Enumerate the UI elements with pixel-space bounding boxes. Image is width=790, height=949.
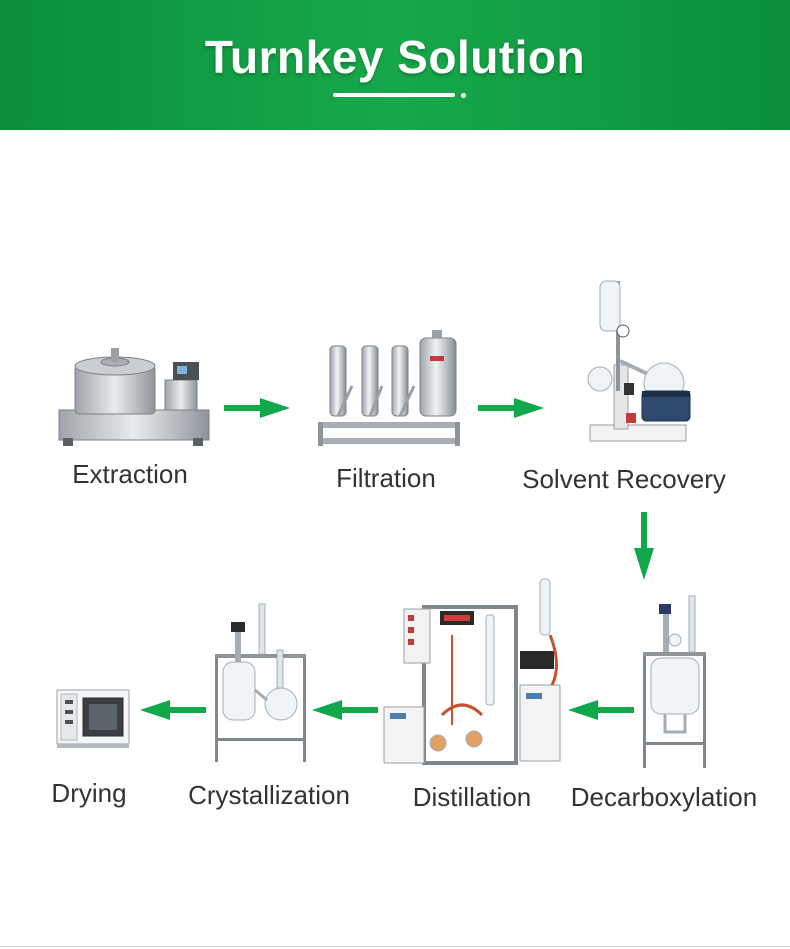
arrow-right-icon-filtration-recovery bbox=[478, 396, 544, 420]
arrow-left-icon-distillation-crystallization bbox=[312, 698, 378, 722]
page-title: Turnkey Solution bbox=[0, 30, 790, 84]
step-label-filtration: Filtration bbox=[336, 463, 436, 494]
filtration-housings-image bbox=[312, 326, 467, 448]
title-underline bbox=[333, 93, 455, 97]
arrow-left-icon-crystallization-drying bbox=[140, 698, 206, 722]
step-label-extraction: Extraction bbox=[72, 459, 188, 490]
short-path-distillation-image bbox=[382, 575, 568, 771]
title-underline-dot bbox=[461, 93, 466, 98]
header-banner: Turnkey Solution bbox=[0, 0, 790, 130]
arrow-left-icon-decarboxylation-distillation bbox=[568, 698, 634, 722]
arrow-down-icon-recovery-decarboxylation bbox=[632, 512, 656, 580]
arrow-right-icon-extraction-filtration bbox=[224, 396, 290, 420]
step-label-crystallization: Crystallization bbox=[188, 780, 350, 811]
vacuum-drying-oven-image bbox=[55, 686, 133, 750]
step-label-distillation: Distillation bbox=[413, 782, 532, 813]
jacketed-reactor-decarboxylation-image bbox=[635, 592, 715, 772]
step-label-drying: Drying bbox=[51, 778, 126, 809]
bottom-divider bbox=[0, 946, 790, 947]
crystallization-reactor-image bbox=[205, 598, 317, 766]
rotary-evaporator-image bbox=[582, 275, 694, 453]
extraction-centrifuge-image bbox=[55, 340, 215, 450]
step-label-decarboxylation: Decarboxylation bbox=[571, 782, 757, 813]
step-label-solvent-recovery: Solvent Recovery bbox=[522, 464, 726, 495]
